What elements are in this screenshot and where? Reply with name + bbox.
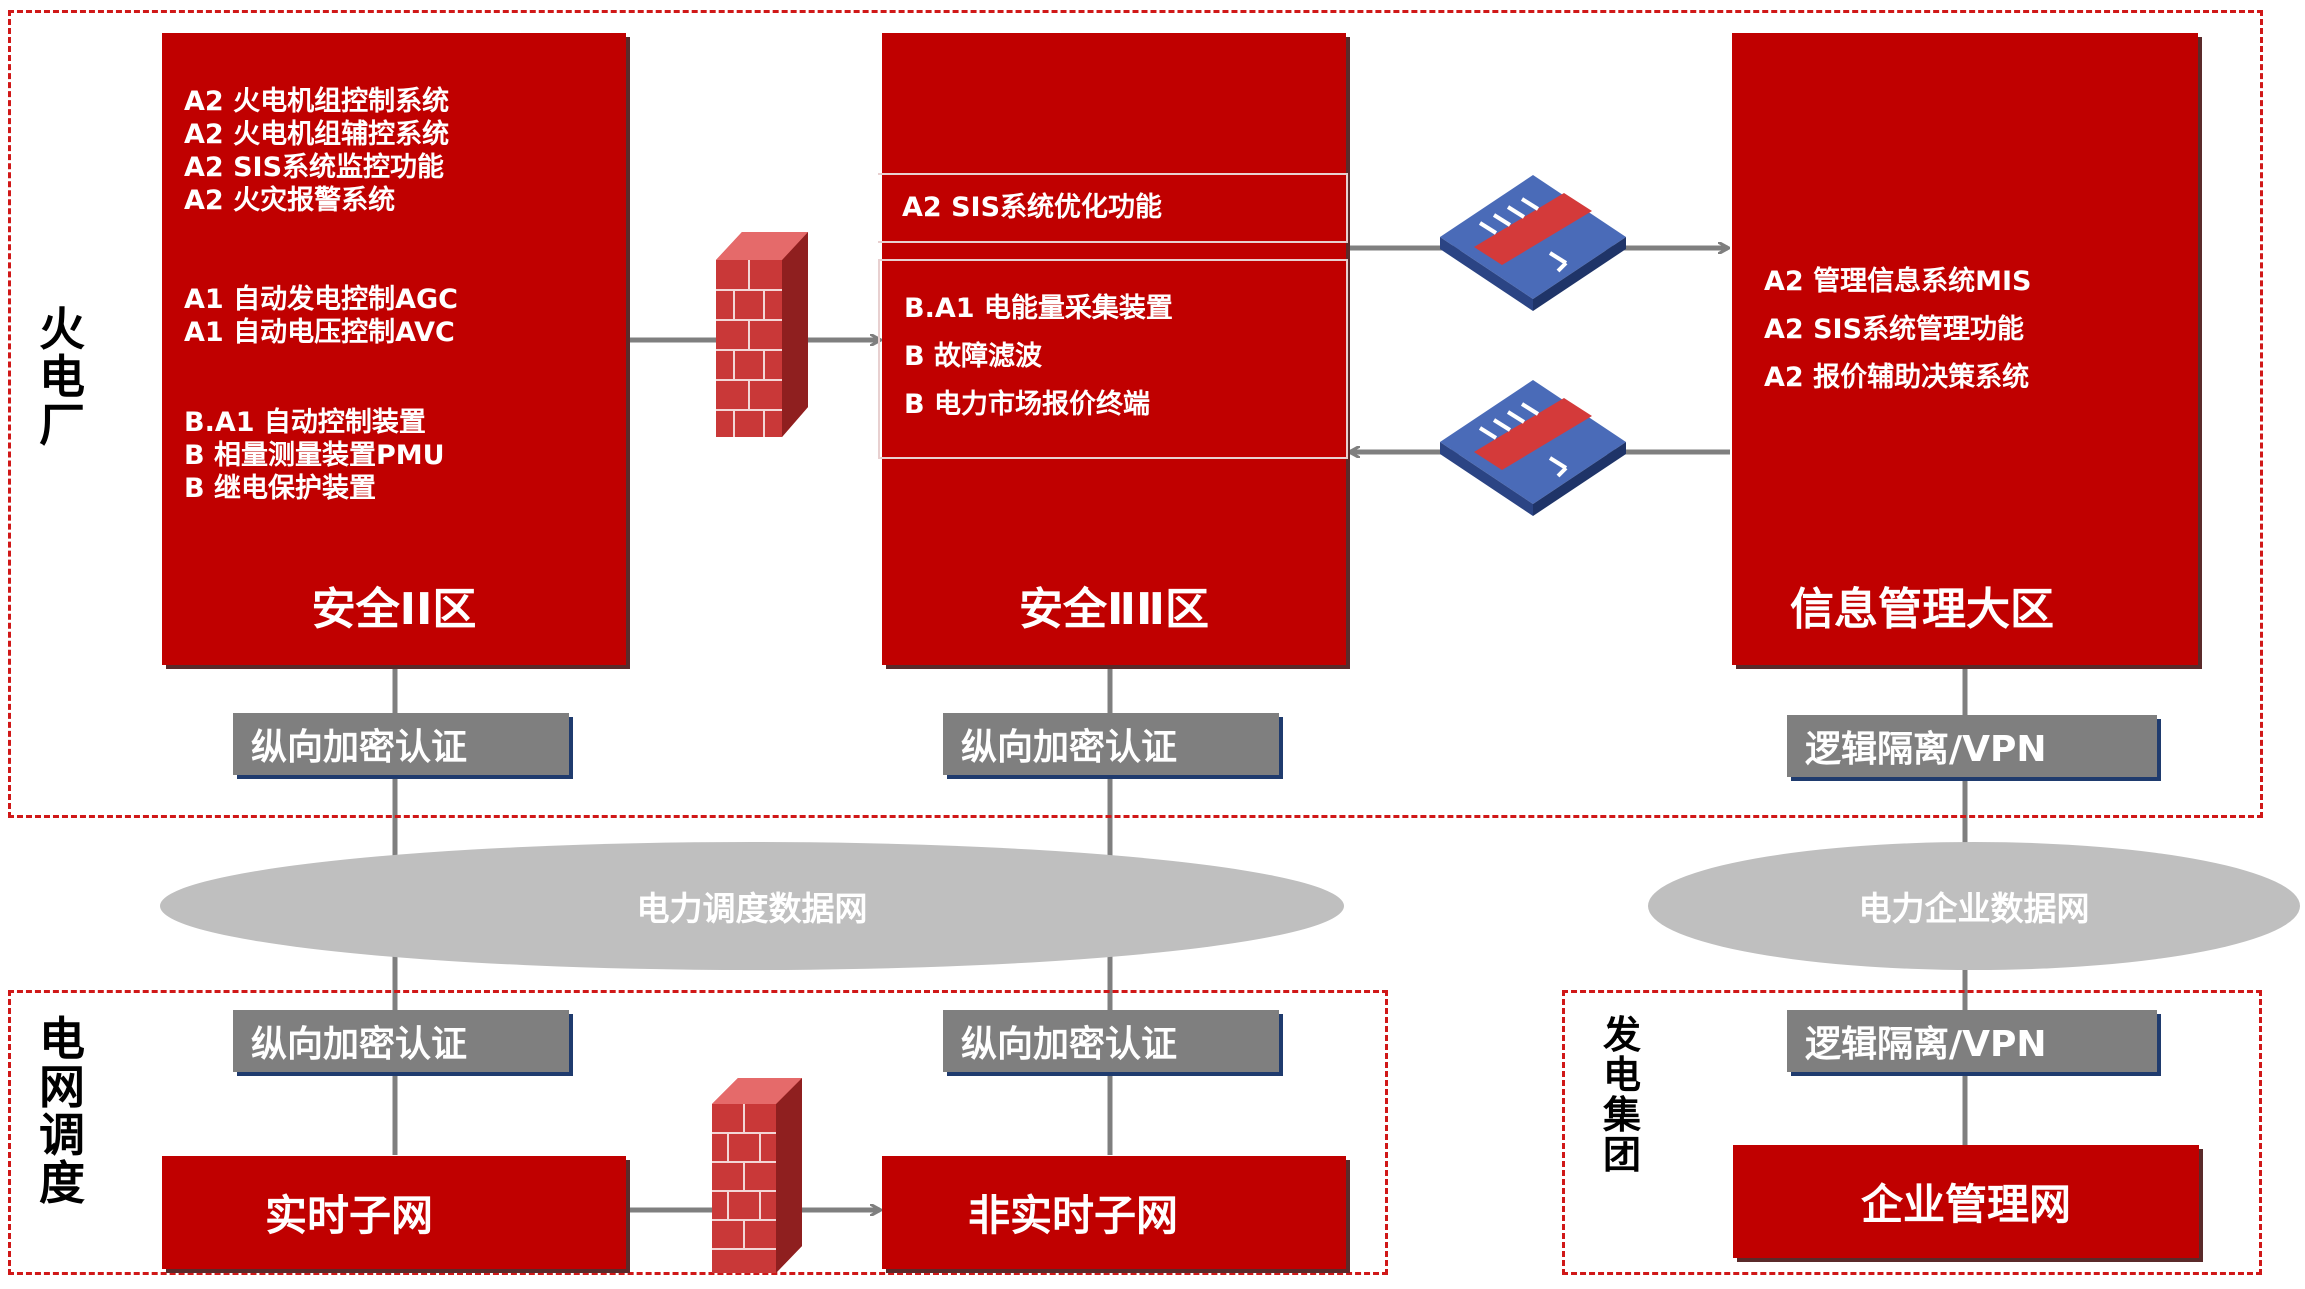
enterprise-management-network[interactable]: 企业管理网 — [1733, 1145, 2199, 1258]
region-label-power-plant: 火电厂 — [39, 302, 85, 452]
zone1-title: 安全ⅠⅠ区 — [311, 584, 477, 635]
zone2-title: 安全ⅡⅡ区 — [1019, 584, 1209, 635]
zone3-item: A2 SIS系统管理功能 — [1764, 314, 2025, 345]
realtime-subnet[interactable]: 实时子网 — [162, 1156, 626, 1269]
zone2-top-item: A2 SIS系统优化功能 — [902, 192, 1163, 223]
vertical-encryption-gateway-realtime[interactable]: 纵向加密认证 — [233, 1010, 569, 1072]
information-management-zone[interactable]: A2 管理信息系统MIS A2 SIS系统管理功能 A2 报价辅助决策系统 信息… — [1732, 33, 2198, 665]
non-realtime-subnet-title: 非实时子网 — [968, 1191, 1179, 1240]
vertical-encryption-gateway-zone1[interactable]: 纵向加密认证 — [233, 713, 569, 775]
zone3-title: 信息管理大区 — [1790, 584, 2054, 635]
region-label-grid-dispatch: 电网调度 — [39, 1012, 85, 1210]
zone1-item: A2 火电机组辅控系统 — [184, 119, 450, 150]
zone2-items-panel: B.A1 电能量采集装置 B 故障滤波 B 电力市场报价终端 — [878, 259, 1348, 459]
zone2-item: B 电力市场报价终端 — [904, 389, 1150, 420]
isolation-device-icon — [1440, 175, 1626, 311]
generation-group-region-border — [1562, 990, 2262, 1275]
zone3-item: A2 管理信息系统MIS — [1764, 266, 2032, 297]
zone1-item: A2 火电机组控制系统 — [184, 86, 450, 117]
zone1-item: A1 自动电压控制AVC — [184, 317, 455, 348]
region-label-generation-group: 发电集团 — [1602, 1013, 1641, 1177]
power-enterprise-data-network[interactable]: 电力企业数据网 — [1648, 842, 2300, 970]
zone2-item: B.A1 电能量采集装置 — [904, 293, 1173, 324]
realtime-subnet-title: 实时子网 — [265, 1191, 434, 1240]
grid-dispatch-region-border — [8, 990, 1388, 1275]
firewall-icon — [712, 1078, 802, 1273]
zone1-items-group3: B.A1 自动控制装置 B 相量测量装置PMU B 继电保护装置 — [184, 406, 445, 505]
power-dispatch-data-network[interactable]: 电力调度数据网 — [160, 842, 1344, 970]
zone2-item: B 故障滤波 — [904, 341, 1042, 372]
vertical-encryption-gateway-zone2[interactable]: 纵向加密认证 — [943, 713, 1279, 775]
zone1-item: A2 SIS系统监控功能 — [184, 152, 445, 183]
zone2-top-panel: A2 SIS系统优化功能 — [878, 173, 1348, 243]
zone2-items: B.A1 电能量采集装置 B 故障滤波 B 电力市场报价终端 — [904, 285, 1173, 429]
zone1-item: A2 火灾报警系统 — [184, 185, 396, 216]
zone1-item: B 继电保护装置 — [184, 473, 376, 504]
security-zone-2[interactable]: A2 SIS系统优化功能 B.A1 电能量采集装置 B 故障滤波 B 电力市场报… — [878, 33, 1348, 665]
zone3-item: A2 报价辅助决策系统 — [1764, 362, 2030, 393]
logical-isolation-vpn-group[interactable]: 逻辑隔离/VPN — [1787, 1010, 2157, 1072]
isolation-device-icon — [1440, 380, 1626, 516]
zone1-item: A1 自动发电控制AGC — [184, 284, 458, 315]
zone1-item: B 相量测量装置PMU — [184, 440, 445, 471]
zone1-items-group2: A1 自动发电控制AGC A1 自动电压控制AVC — [184, 283, 458, 349]
logical-isolation-vpn-zone3[interactable]: 逻辑隔离/VPN — [1787, 715, 2157, 777]
zone1-item: B.A1 自动控制装置 — [184, 407, 426, 438]
power-plant-region-border — [8, 10, 2263, 818]
enterprise-management-network-title: 企业管理网 — [1860, 1180, 2071, 1229]
zone1-items-group1: A2 火电机组控制系统 A2 火电机组辅控系统 A2 SIS系统监控功能 A2 … — [184, 85, 449, 217]
zone3-items: A2 管理信息系统MIS A2 SIS系统管理功能 A2 报价辅助决策系统 — [1764, 258, 2031, 402]
non-realtime-subnet[interactable]: 非实时子网 — [882, 1156, 1346, 1269]
security-zone-1[interactable]: A2 火电机组控制系统 A2 火电机组辅控系统 A2 SIS系统监控功能 A2 … — [162, 33, 626, 665]
vertical-encryption-gateway-nonrealtime[interactable]: 纵向加密认证 — [943, 1010, 1279, 1072]
firewall-icon — [716, 232, 808, 437]
